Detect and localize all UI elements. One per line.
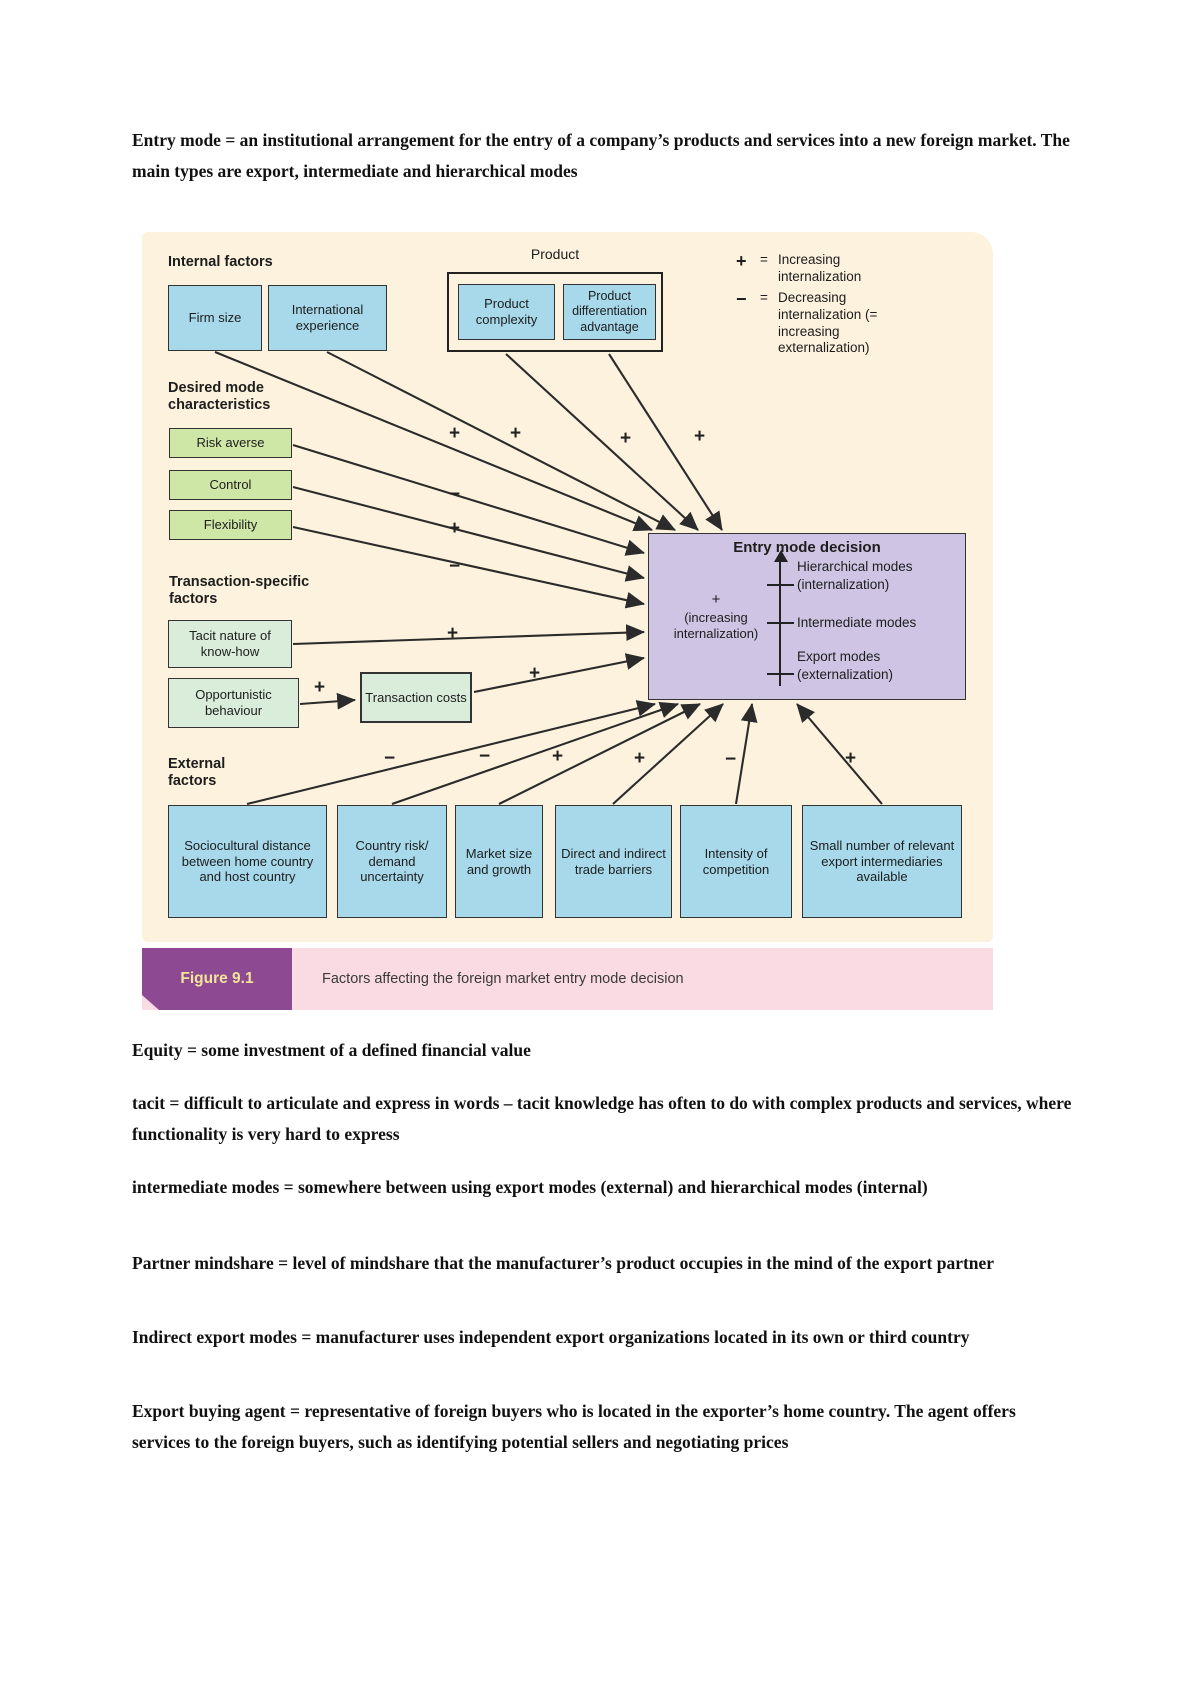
box-country-risk: Country risk/ demand uncertainty	[337, 805, 447, 918]
arrow-sign: +	[634, 748, 646, 769]
axis-tick	[767, 584, 794, 587]
equals-sign: =	[760, 289, 768, 305]
arrow-sign: +	[314, 677, 326, 698]
heading-transaction-specific: Transaction-specific factors	[169, 574, 310, 608]
arrow-sign: −	[384, 748, 396, 769]
paragraph-entry-mode: Entry mode = an institutional arrangemen…	[132, 125, 1077, 187]
legend-row-increasing: + = Increasing internalization	[736, 252, 890, 286]
arrow-line	[505, 353, 699, 531]
paragraph-partner-mindshare: Partner mindshare = level of mindshare t…	[132, 1248, 1077, 1279]
level-intermediate: Intermediate modes	[797, 615, 917, 630]
product-group-box: Product complexity Product differentiati…	[447, 272, 663, 352]
term: tacit	[132, 1093, 166, 1113]
level-export: Export modes	[797, 649, 881, 664]
term: Equity	[132, 1040, 183, 1060]
box-risk-averse: Risk averse	[169, 428, 292, 458]
legend-label: Decreasing internalization (= increasing…	[778, 289, 878, 356]
box-market-size: Market size and growth	[455, 805, 543, 918]
arrow-sign: +	[449, 423, 461, 444]
arrow-line	[292, 443, 646, 556]
entry-box-title: Entry mode decision	[733, 539, 881, 556]
figure-number-label: Figure 9.1	[142, 948, 292, 1010]
box-flexibility: Flexibility	[169, 510, 292, 540]
term: intermediate modes	[132, 1177, 280, 1197]
figure-caption-text: Factors affecting the foreign market ent…	[322, 971, 684, 987]
legend-row-decreasing: − = Decreasing internalization (= increa…	[736, 290, 890, 358]
arrow-sign: +	[552, 746, 564, 767]
arrow-line	[796, 703, 883, 805]
arrow-sign: −	[479, 746, 491, 767]
legend-label: Increasing internalization	[778, 252, 862, 284]
arrow-line	[292, 485, 646, 582]
axis-arrowhead-icon	[773, 550, 788, 562]
box-sociocultural-distance: Sociocultural distance between home coun…	[168, 805, 327, 918]
paragraph-equity: Equity = some investment of a defined fi…	[132, 1035, 1077, 1066]
arrow-sign: −	[449, 556, 461, 577]
plus-icon: +	[736, 251, 747, 271]
plus-icon: +	[711, 591, 721, 608]
box-tacit-nature: Tacit nature of know-how	[168, 620, 292, 668]
equals-sign: =	[760, 252, 768, 267]
arrow-line	[299, 692, 357, 710]
arrow-line	[473, 653, 646, 694]
level-hierarchical: Hierarchical modes	[797, 559, 913, 574]
term: Indirect export modes	[132, 1327, 297, 1347]
heading-desired-mode: Desired mode characteristics	[168, 380, 271, 414]
definition: = level of mindshare that the manufactur…	[273, 1253, 995, 1273]
definition: = some investment of a defined financial…	[182, 1040, 531, 1060]
minus-icon: −	[736, 288, 747, 309]
arrow-sign: +	[845, 748, 857, 769]
arrow-sign: +	[449, 518, 461, 539]
entry-mode-decision-box: Entry mode decision + (increasing intern…	[648, 533, 966, 700]
arrow-sign: +	[620, 428, 632, 449]
box-opportunistic-behaviour: Opportunistic behaviour	[168, 678, 299, 728]
figure-caption-bar: Figure 9.1 Factors affecting the foreign…	[142, 948, 993, 1010]
box-control: Control	[169, 470, 292, 500]
box-small-number-intermediaries: Small number of relevant export intermed…	[802, 805, 962, 918]
box-transaction-costs: Transaction costs	[360, 672, 472, 723]
paragraph-indirect-export-modes: Indirect export modes = manufacturer use…	[132, 1322, 1077, 1353]
box-firm-size: Firm size	[168, 285, 262, 351]
figure-diagram-panel: Internal factors Product Desired mode ch…	[142, 232, 993, 942]
definition: = difficult to articulate and express in…	[132, 1093, 1072, 1144]
heading-product: Product	[530, 246, 580, 262]
arrow-sign: −	[725, 749, 737, 770]
definition: = representative of foreign buyers who i…	[132, 1401, 1016, 1452]
box-trade-barriers: Direct and indirect trade barriers	[555, 805, 672, 918]
axis-note-line: (increasing	[684, 609, 748, 625]
axis-note: + (increasing internalization)	[655, 590, 777, 643]
axis-note-line: internalization)	[673, 626, 759, 642]
legend: + = Increasing internalization − = Decre…	[736, 252, 890, 361]
heading-external-factors: External factors	[168, 756, 226, 790]
level-export-sub: (externalization)	[797, 667, 894, 682]
axis-tick	[767, 622, 794, 625]
definition: = somewhere between using export modes (…	[279, 1177, 928, 1197]
level-hierarchical-sub: (internalization)	[797, 577, 890, 592]
arrow-line	[498, 703, 701, 805]
term: Partner mindshare	[132, 1253, 274, 1273]
paragraph-export-buying-agent: Export buying agent = representative of …	[132, 1396, 1077, 1458]
term: Entry mode	[132, 130, 221, 150]
arrow-sign: +	[694, 426, 706, 447]
arrow-line	[734, 702, 758, 805]
box-product-complexity: Product complexity	[458, 284, 555, 340]
arrow-sign: +	[510, 423, 522, 444]
paragraph-tacit: tacit = difficult to articulate and expr…	[132, 1088, 1077, 1150]
arrow-line	[292, 624, 646, 646]
arrow-line	[612, 703, 724, 805]
box-international-experience: International experience	[268, 285, 387, 351]
arrow-sign: +	[447, 623, 459, 644]
box-intensity-competition: Intensity of competition	[680, 805, 792, 918]
definition: = manufacturer uses independent export o…	[296, 1327, 970, 1347]
arrow-sign: −	[449, 484, 461, 505]
axis-tick	[767, 673, 794, 676]
box-product-differentiation: Product differentiation advantage	[563, 284, 656, 340]
heading-internal-factors: Internal factors	[168, 254, 273, 270]
definition: = an institutional arrangement for the e…	[132, 130, 1070, 181]
arrow-sign: +	[529, 663, 541, 684]
paragraph-intermediate-modes: intermediate modes = somewhere between u…	[132, 1172, 1077, 1203]
term: Export buying agent	[132, 1401, 286, 1421]
